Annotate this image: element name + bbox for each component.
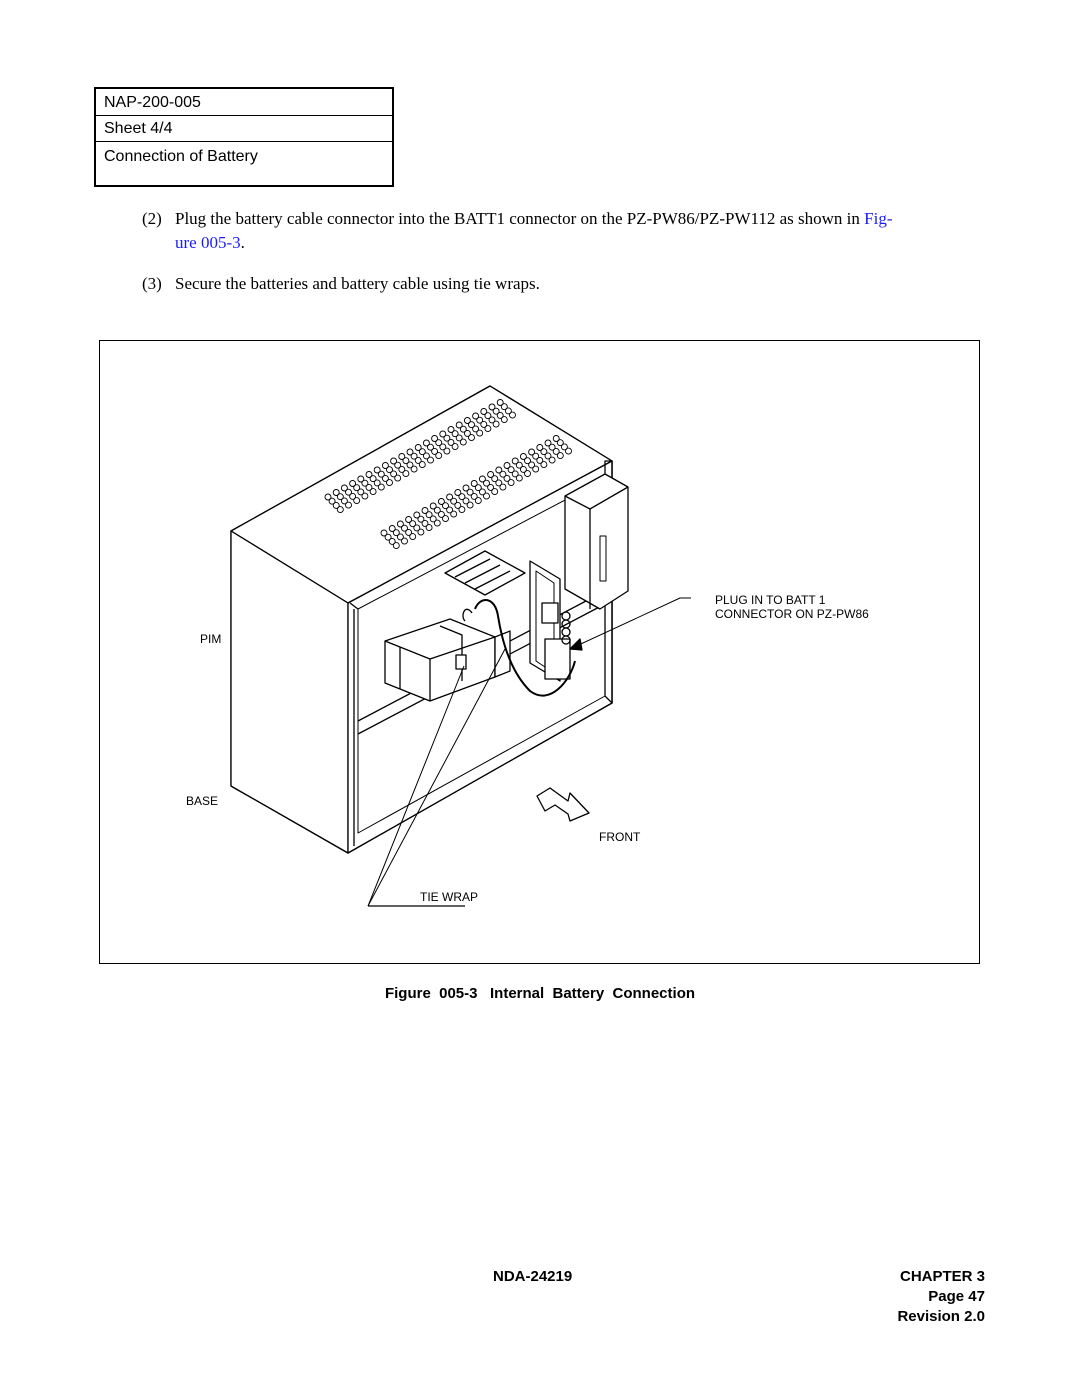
- document-header-box: NAP-200-005 Sheet 4/4 Connection of Batt…: [94, 87, 394, 187]
- footer-page: Page 47: [928, 1288, 985, 1305]
- step-number: (3): [142, 274, 162, 293]
- label-base: BASE: [186, 794, 219, 808]
- footer-chapter: CHAPTER 3: [899, 1268, 985, 1285]
- step-text: Secure the batteries and battery cable u…: [175, 274, 540, 293]
- label-front: FRONT: [599, 830, 641, 844]
- label-plug-line2: CONNECTOR ON PZ-PW86: [715, 607, 869, 621]
- doc-id: NAP-200-005: [96, 89, 392, 116]
- footer-revision: Revision 2.0: [897, 1308, 985, 1325]
- figure-frame: PLUG IN TO BATT 1 CONNECTOR ON PZ-PW86 P…: [99, 340, 980, 964]
- pim-battery-illustration: [230, 385, 691, 907]
- figure-link[interactable]: Fig-: [864, 209, 893, 228]
- footer-right-block: CHAPTER 3 Page 47 Revision 2.0: [897, 1267, 985, 1327]
- label-plug-in: PLUG IN TO BATT 1 CONNECTOR ON PZ-PW86: [715, 593, 869, 621]
- step-number: (2): [142, 209, 162, 228]
- figure-link-continued[interactable]: ure 005-3: [175, 233, 241, 252]
- step-2: (2) Plug the battery cable connector int…: [142, 207, 992, 255]
- step-text-end: .: [240, 233, 245, 252]
- label-tie-wrap: TIE WRAP: [420, 890, 479, 904]
- label-pim: PIM: [200, 632, 222, 646]
- step-text: Plug the battery cable connector into th…: [175, 209, 865, 228]
- procedure-title: Connection of Battery: [104, 148, 258, 165]
- step-3: (3) Secure the batteries and battery cab…: [142, 272, 992, 296]
- sheet-number: Sheet 4/4: [96, 116, 392, 142]
- footer-doc-number: NDA-24219: [493, 1268, 573, 1285]
- label-plug-line1: PLUG IN TO BATT 1: [715, 593, 826, 607]
- figure-caption: Figure 005-3 Internal Battery Connection: [384, 985, 696, 1002]
